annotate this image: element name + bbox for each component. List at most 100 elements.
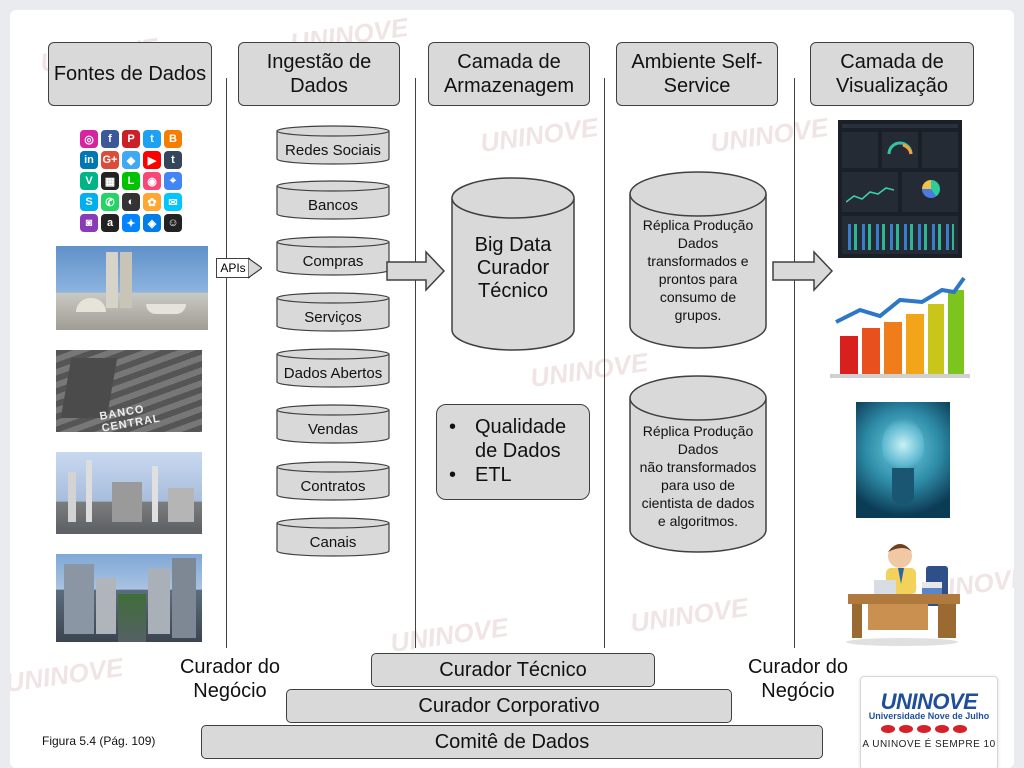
- ingestion-cylinder: Contratos: [276, 461, 390, 501]
- etl-text: ETL: [475, 464, 512, 486]
- ingestion-cylinder: Redes Sociais: [276, 125, 390, 165]
- replica-line: consumo de: [659, 289, 737, 305]
- congress-tower: [106, 252, 118, 308]
- header-label: Camada de Armazenagem: [443, 51, 575, 97]
- maps-icon: ⌖: [164, 172, 182, 190]
- watermark: UNINOVE: [628, 591, 750, 639]
- curador-line: Negócio: [193, 680, 267, 702]
- ingestion-label: Dados Abertos: [283, 364, 383, 382]
- header-label: Camada de Visualização: [836, 51, 948, 97]
- tumblr-icon: t: [164, 151, 182, 169]
- ingestion-cylinder: Compras: [276, 236, 390, 276]
- big-data-line: Big Data: [474, 234, 552, 256]
- logo-subtitle: Universidade Nove de Julho: [868, 711, 990, 721]
- replica-line: para uso de: [661, 477, 735, 493]
- uninove-logo: UNINOVE Universidade Nove de Julho A UNI…: [860, 676, 998, 768]
- replica-nao-transformados-label: Réplica Produção Dados não transformados…: [628, 422, 768, 530]
- replica-transformados-cylinder: Réplica Produção Dados transformados e p…: [628, 170, 768, 350]
- header-camada-armazenagem: Camada de Armazenagem: [428, 42, 590, 106]
- quality-item: •Qualidade de Dados: [449, 415, 581, 463]
- logo-name: UNINOVE: [880, 689, 978, 714]
- header-ambiente-self-service: Ambiente Self-Service: [616, 42, 778, 106]
- googleplus-icon: G+: [101, 151, 119, 169]
- bar-chart-image: [830, 276, 970, 378]
- column-divider: [226, 78, 227, 648]
- line-icon: L: [122, 172, 140, 190]
- ingestion-cylinder: Vendas: [276, 404, 390, 444]
- replica-nao-transformados-cylinder: Réplica Produção Dados não transformados…: [628, 374, 768, 554]
- ai-head-image: [856, 402, 950, 518]
- figure-caption: Figura 5.4 (Pág. 109): [42, 734, 156, 748]
- header-camada-visualizacao: Camada de Visualização: [810, 42, 974, 106]
- pyramid-label: Comitê de Dados: [434, 730, 590, 753]
- youtube-icon: ▶: [143, 151, 161, 169]
- curador-line: Curador do: [747, 656, 849, 678]
- congress-photo: [56, 246, 208, 330]
- replica-line: Dados: [677, 441, 719, 457]
- curador-negocio-right: Curador do Negócio: [723, 655, 873, 703]
- arrow-right-icon: [248, 257, 262, 279]
- ingestion-label: Serviços: [304, 308, 362, 326]
- header-ingestao-de-dados: Ingestão de Dados: [238, 42, 400, 106]
- congress-tower: [120, 252, 132, 308]
- curador-line: Negócio: [761, 680, 835, 702]
- ingestion-label: Vendas: [307, 420, 359, 438]
- periscope-icon: ◆: [122, 151, 140, 169]
- ingestion-label: Canais: [309, 533, 357, 551]
- arrow-right-icon: [386, 250, 446, 292]
- whatsapp-icon: ✆: [101, 193, 119, 211]
- replica-line: Dados: [677, 235, 719, 251]
- watermark: UNINOVE: [388, 611, 510, 659]
- ingestion-cylinder: Serviços: [276, 292, 390, 332]
- column-divider: [415, 78, 416, 648]
- ingestion-cylinder: Canais: [276, 517, 390, 557]
- messenger-icon: ✦: [122, 214, 140, 232]
- industrial-photo: [56, 452, 202, 534]
- replica-line: prontos para: [658, 271, 738, 287]
- snapchat-icon: ☺: [164, 214, 182, 232]
- big-data-line: Técnico: [477, 280, 549, 302]
- replica-line: não transformados: [639, 459, 757, 475]
- curador-tecnico-box: Curador Técnico: [371, 653, 655, 687]
- city-avenue-photo: [56, 554, 202, 642]
- apis-label: APIs: [216, 258, 250, 278]
- replica-line: transformados e: [647, 253, 749, 269]
- replica-line: Réplica Produção: [642, 217, 754, 233]
- watermark: UNINOVE: [10, 651, 125, 699]
- curador-corporativo-box: Curador Corporativo: [286, 689, 732, 723]
- apis-text: APIs: [220, 261, 246, 275]
- replica-line: e algoritmos.: [657, 513, 739, 529]
- ingestion-label: Contratos: [300, 477, 366, 495]
- blogger-icon: B: [164, 130, 182, 148]
- replica-line: cientista de dados: [641, 495, 755, 511]
- big-data-line: Curador: [476, 257, 550, 279]
- big-data-label: Big Data Curador Técnico: [450, 234, 576, 303]
- ingestion-label: Compras: [302, 252, 364, 270]
- linkedin-icon: in: [80, 151, 98, 169]
- big-data-cylinder: Big Data Curador Técnico: [450, 176, 576, 352]
- column-divider: [604, 78, 605, 648]
- ingestion-cylinder: Dados Abertos: [276, 348, 390, 388]
- ingestion-label: Bancos: [307, 196, 359, 214]
- blackberry-icon: ▦: [101, 172, 119, 190]
- amazon-icon: a: [101, 214, 119, 232]
- header-label: Ingestão de Dados: [266, 51, 372, 97]
- header-label: Ambiente Self-Service: [631, 51, 763, 97]
- facebook-icon: f: [101, 130, 119, 148]
- person-at-desk-image: [846, 544, 960, 646]
- arrow-right-icon: [772, 250, 834, 292]
- twitter-icon: t: [143, 130, 161, 148]
- foursquare-icon: ◉: [143, 172, 161, 190]
- camera-icon: ◙: [80, 214, 98, 232]
- logo-slogan: A UNINOVE É SEMPRE 10: [862, 739, 996, 750]
- congress-dome: [76, 298, 106, 312]
- comite-de-dados-box: Comitê de Dados: [201, 725, 823, 759]
- ingestion-label: Redes Sociais: [285, 141, 381, 159]
- swarm-icon: ✿: [143, 193, 161, 211]
- dropbox-icon: ◈: [143, 214, 161, 232]
- congress-bowl: [146, 304, 186, 314]
- phone-icon: ◐: [122, 193, 140, 211]
- curador-line: Curador do: [179, 656, 281, 678]
- replica-transformados-label: Réplica Produção Dados transformados e p…: [628, 216, 768, 324]
